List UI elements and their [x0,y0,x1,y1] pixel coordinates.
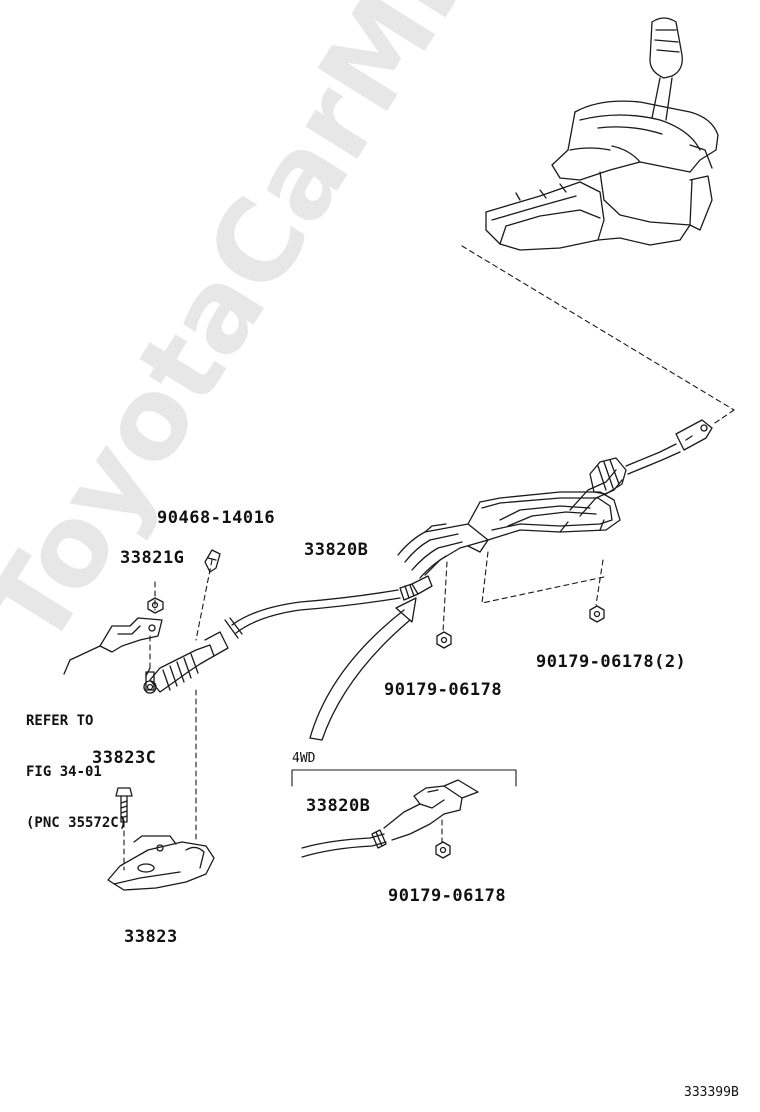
flow-arrow [309,597,417,741]
illustration-id: 333399B [684,1085,739,1100]
label-33820b-4wd: 33820B [306,796,371,816]
leader-lines [123,245,735,871]
4wd-cable [301,779,479,858]
cable-upper-end [569,419,713,517]
clip-part [204,549,221,573]
label-90468-14016: 90468-14016 [157,508,276,528]
label-90179-06178-qty2: 90179-06178(2) [536,652,687,672]
label-33823c: 33823C [92,748,157,768]
shift-lever-assembly [485,17,719,251]
nut-33821g [147,597,164,614]
small-bracket [63,617,163,675]
label-90179-06178-mid: 90179-06178 [384,680,503,700]
nut-90179-right [589,605,605,623]
refer-line-2: FIG 34-01 [26,764,102,780]
lever-bracket-plate [467,491,621,541]
bolt-33823c [115,787,133,823]
label-33823: 33823 [124,927,178,947]
refer-line-3: (PNC 35572C) [26,815,128,831]
label-4wd: 4WD [292,751,316,766]
nut-90179-4wd [435,841,451,859]
bolt-cable-end [145,671,155,691]
4wd-box [291,769,517,787]
label-33821g: 33821G [120,548,185,568]
shift-cable-main [143,575,433,694]
refer-note: REFER TO FIG 34-01 (PNC 35572C) [26,679,127,866]
nut-90179-mid [436,631,452,649]
label-33820b-main: 33820B [304,540,369,560]
bracket-33823 [107,835,215,891]
refer-line-1: REFER TO [26,713,94,729]
cable-bracket [397,523,489,579]
label-90179-06178-4wd: 90179-06178 [388,886,507,906]
